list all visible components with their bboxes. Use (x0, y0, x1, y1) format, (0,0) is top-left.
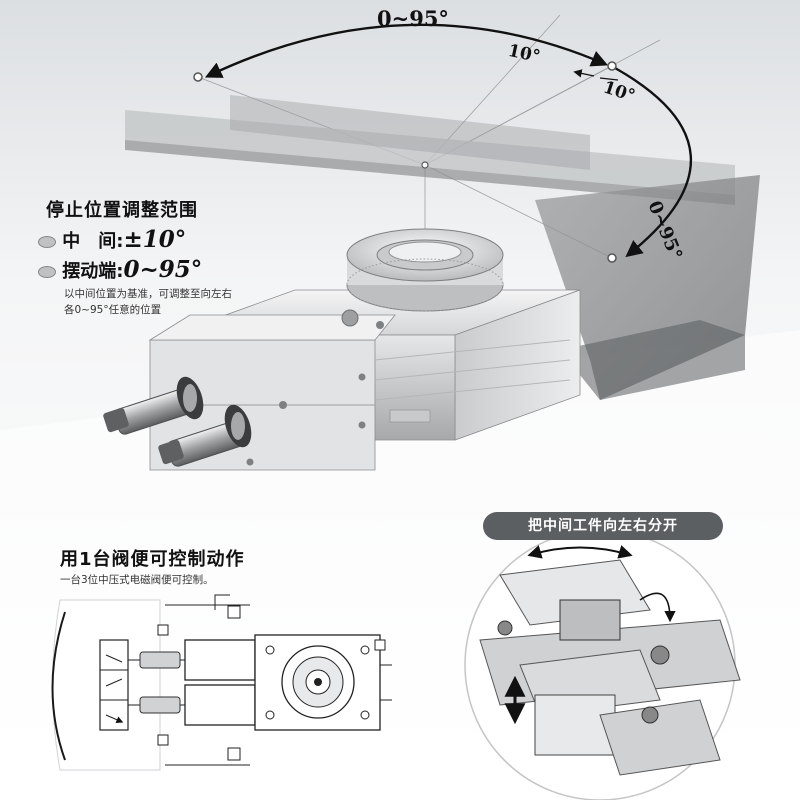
stop-position-note-1: 以中间位置为基准，可调整至向左右 (64, 288, 232, 300)
pivot-dot (607, 61, 617, 71)
mid-label: 中 间: (62, 231, 124, 252)
pivot-dot (193, 72, 203, 82)
top-range-label: 0~95° (377, 6, 449, 31)
workpiece-separation-inset (464, 529, 741, 800)
pivot-dot (421, 161, 429, 169)
pivot-dot (607, 253, 617, 263)
mid-range-row: 中 间:±10° (38, 226, 186, 253)
valve-control-note: 一台3位中压式电磁阀便可控制。 (60, 574, 214, 586)
speed-controller-fittings (103, 376, 252, 467)
top-rotation-arc (204, 23, 609, 78)
workpiece-panel-label: 把中间工件向左右分开 (483, 512, 723, 540)
rotary-table (346, 228, 504, 312)
mid-value: ±10° (123, 226, 187, 253)
stop-position-title: 停止位置调整范围 (46, 200, 198, 221)
bullet-icon (38, 236, 56, 248)
right-rotation-arc (614, 66, 693, 258)
translucent-arm (230, 95, 590, 170)
swing-range-row: 摆动端:0~95° (38, 256, 202, 283)
swing-value: 0~95° (123, 256, 203, 283)
swing-label: 摆动端: (62, 261, 124, 282)
pneumatic-circuit-diagram (51, 594, 392, 771)
rotating-arm-slab (125, 110, 760, 400)
valve-control-title: 用1台阀便可控制动作 (60, 549, 245, 570)
stop-position-note-2: 各0~95°任意的位置 (64, 304, 162, 316)
bullet-icon (38, 266, 56, 278)
